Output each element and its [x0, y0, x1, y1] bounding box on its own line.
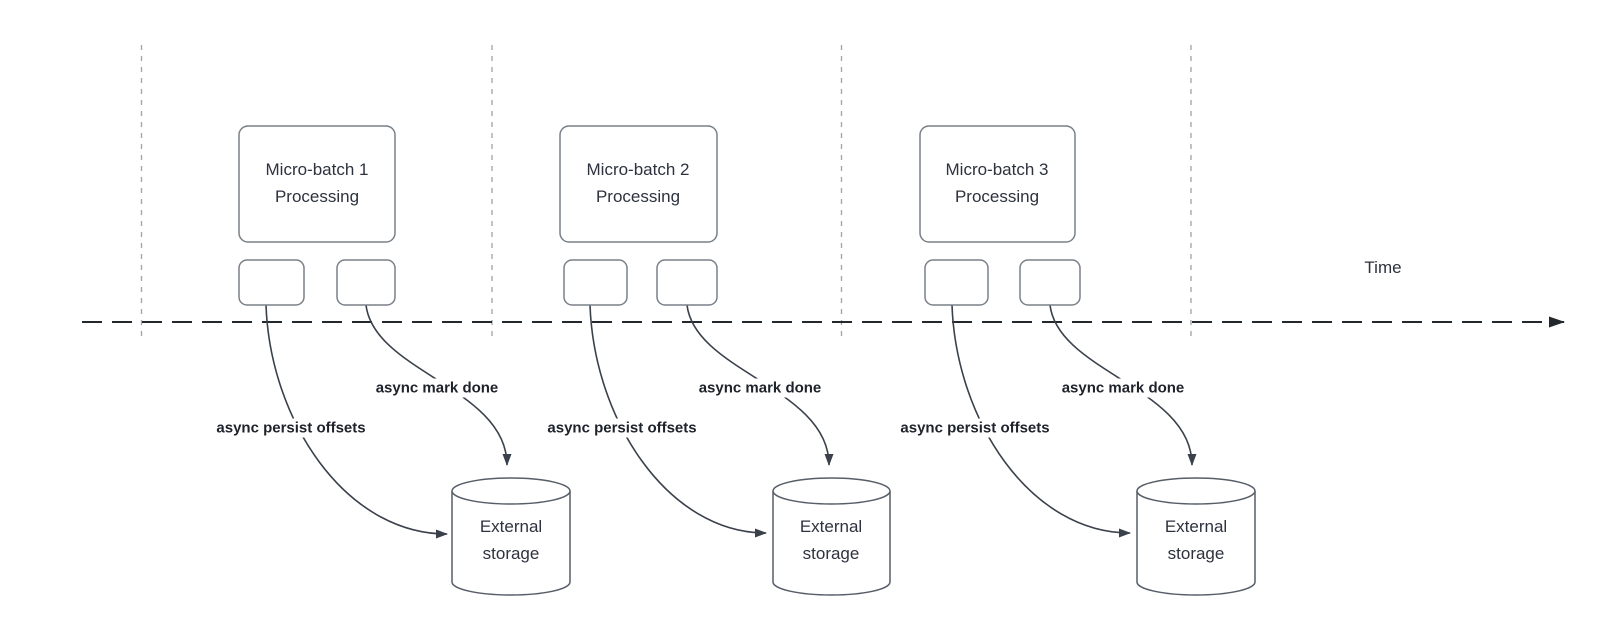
task-box-1-right — [336, 259, 396, 306]
task-box-3-right — [1019, 259, 1081, 306]
storage-cylinder-1 — [451, 477, 571, 596]
mark-done-edge-3-label: async mark done — [1058, 378, 1188, 398]
micro-batch-box-2 — [559, 125, 718, 243]
mark-done-edge-2-label: async mark done — [695, 378, 825, 398]
persist-offsets-edge-3-label: async persist offsets — [897, 418, 1053, 438]
storage-cylinder-3 — [1136, 477, 1256, 596]
micro-batch-box-1-label: Micro-batch 1 Processing — [265, 160, 369, 206]
micro-batch-box-3 — [919, 125, 1076, 243]
storage-cylinder-2 — [772, 477, 891, 596]
micro-batch-box-1 — [238, 125, 396, 243]
persist-offsets-edge-2-label: async persist offsets — [544, 418, 700, 438]
persist-offsets-edge-1 — [265, 304, 448, 539]
storage-cylinder-2-label: External storage — [799, 517, 863, 563]
task-box-3-left — [924, 259, 989, 306]
time-axis-label: Time — [1364, 258, 1402, 277]
task-box-1-left — [238, 259, 305, 306]
micro-batch-box-2-label: Micro-batch 2 Processing — [586, 160, 690, 206]
micro-batch-box-3-label: Micro-batch 3 Processing — [945, 160, 1049, 206]
storage-cylinder-3-label: External storage — [1164, 517, 1228, 563]
mark-done-edge-1-label: async mark done — [372, 378, 502, 398]
task-box-2-left — [563, 259, 628, 306]
storage-cylinder-1-label: External storage — [479, 517, 543, 563]
task-box-2-right — [656, 259, 718, 306]
persist-offsets-edge-1-label: async persist offsets — [213, 418, 369, 438]
persist-offsets-edge-3 — [951, 304, 1131, 538]
persist-offsets-edge-2 — [589, 304, 767, 538]
